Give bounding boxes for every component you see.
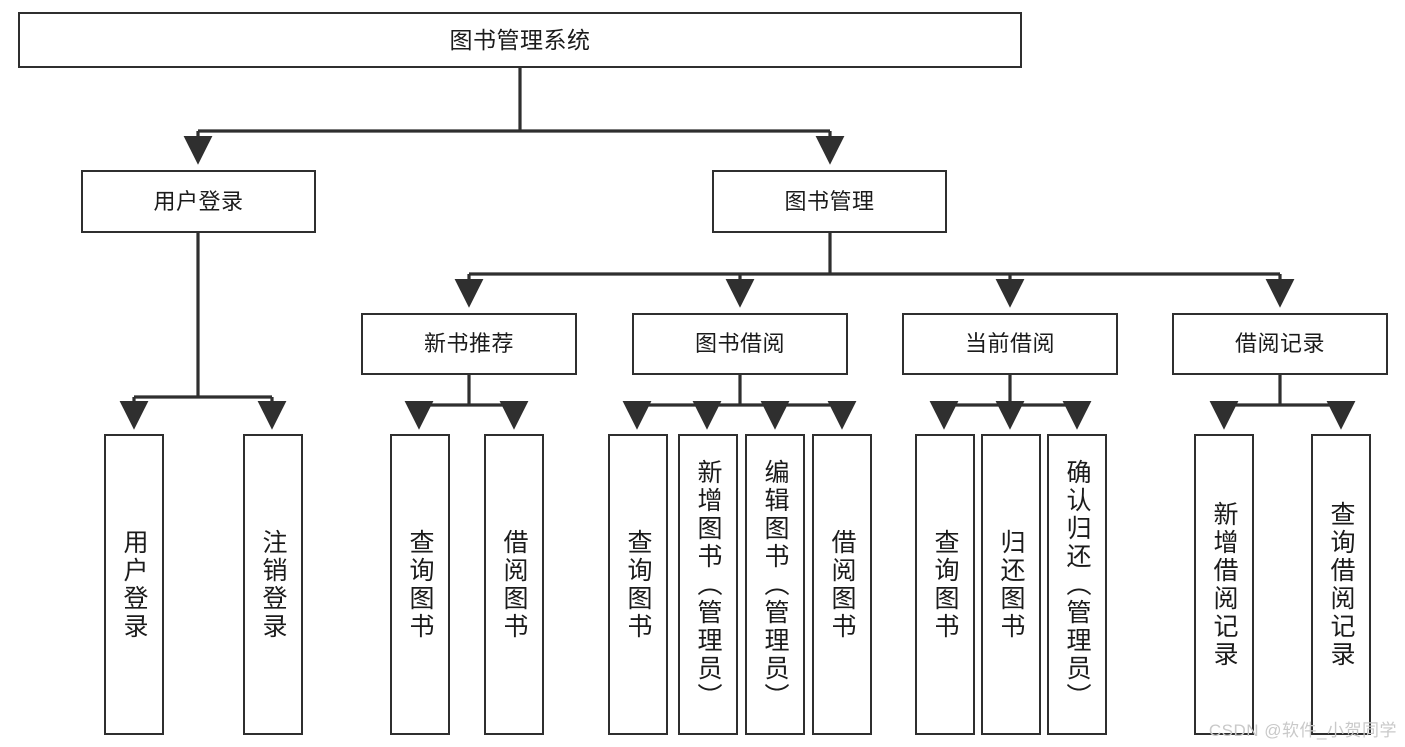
node-label: 图书管理系统 — [449, 26, 591, 53]
node-label: 借阅图书 — [828, 528, 856, 641]
node-label: 新书推荐 — [423, 331, 514, 357]
node-label: 编辑图书（管理员） — [761, 458, 789, 711]
leaf-current-return-book[interactable]: 归还图书 — [981, 434, 1041, 735]
leaf-record-query-record[interactable]: 查询借阅记录 — [1311, 434, 1371, 735]
node-label: 借阅图书 — [500, 528, 528, 641]
node-label: 用户登录 — [120, 528, 148, 641]
node-label: 图书管理 — [784, 188, 875, 214]
node-current-borrow[interactable]: 当前借阅 — [902, 313, 1118, 375]
leaf-recommend-borrow-book[interactable]: 借阅图书 — [484, 434, 544, 735]
node-label: 新增图书（管理员） — [694, 458, 722, 711]
node-label: 归还图书 — [997, 528, 1025, 641]
leaf-borrow-add-book-admin[interactable]: 新增图书（管理员） — [678, 434, 738, 735]
leaf-recommend-query-book[interactable]: 查询图书 — [390, 434, 450, 735]
leaf-borrow-query-book[interactable]: 查询图书 — [608, 434, 668, 735]
node-label: 图书借阅 — [694, 331, 785, 357]
node-new-book-recommend[interactable]: 新书推荐 — [361, 313, 577, 375]
leaf-borrow-borrow-book[interactable]: 借阅图书 — [812, 434, 872, 735]
node-label: 借阅记录 — [1234, 331, 1325, 357]
node-label: 查询图书 — [406, 528, 434, 641]
node-label: 用户登录 — [153, 188, 244, 214]
node-user-login[interactable]: 用户登录 — [81, 170, 316, 233]
leaf-record-add-record[interactable]: 新增借阅记录 — [1194, 434, 1254, 735]
node-root-system[interactable]: 图书管理系统 — [18, 12, 1022, 68]
leaf-user-login-signout[interactable]: 注销登录 — [243, 434, 303, 735]
leaf-current-confirm-return-admin[interactable]: 确认归还（管理员） — [1047, 434, 1107, 735]
node-book-management[interactable]: 图书管理 — [712, 170, 947, 233]
node-book-borrow[interactable]: 图书借阅 — [632, 313, 848, 375]
node-label: 查询图书 — [931, 528, 959, 641]
node-label: 注销登录 — [259, 528, 287, 641]
leaf-user-login-signin[interactable]: 用户登录 — [104, 434, 164, 735]
leaf-borrow-edit-book-admin[interactable]: 编辑图书（管理员） — [745, 434, 805, 735]
leaf-current-query-book[interactable]: 查询图书 — [915, 434, 975, 735]
node-label: 确认归还（管理员） — [1063, 458, 1091, 711]
node-label: 新增借阅记录 — [1210, 500, 1238, 669]
watermark-text: CSDN @软件_小贺同学 — [1208, 721, 1397, 740]
node-label: 查询借阅记录 — [1327, 500, 1355, 669]
node-label: 当前借阅 — [964, 331, 1055, 357]
node-borrow-record[interactable]: 借阅记录 — [1172, 313, 1388, 375]
node-label: 查询图书 — [624, 528, 652, 641]
